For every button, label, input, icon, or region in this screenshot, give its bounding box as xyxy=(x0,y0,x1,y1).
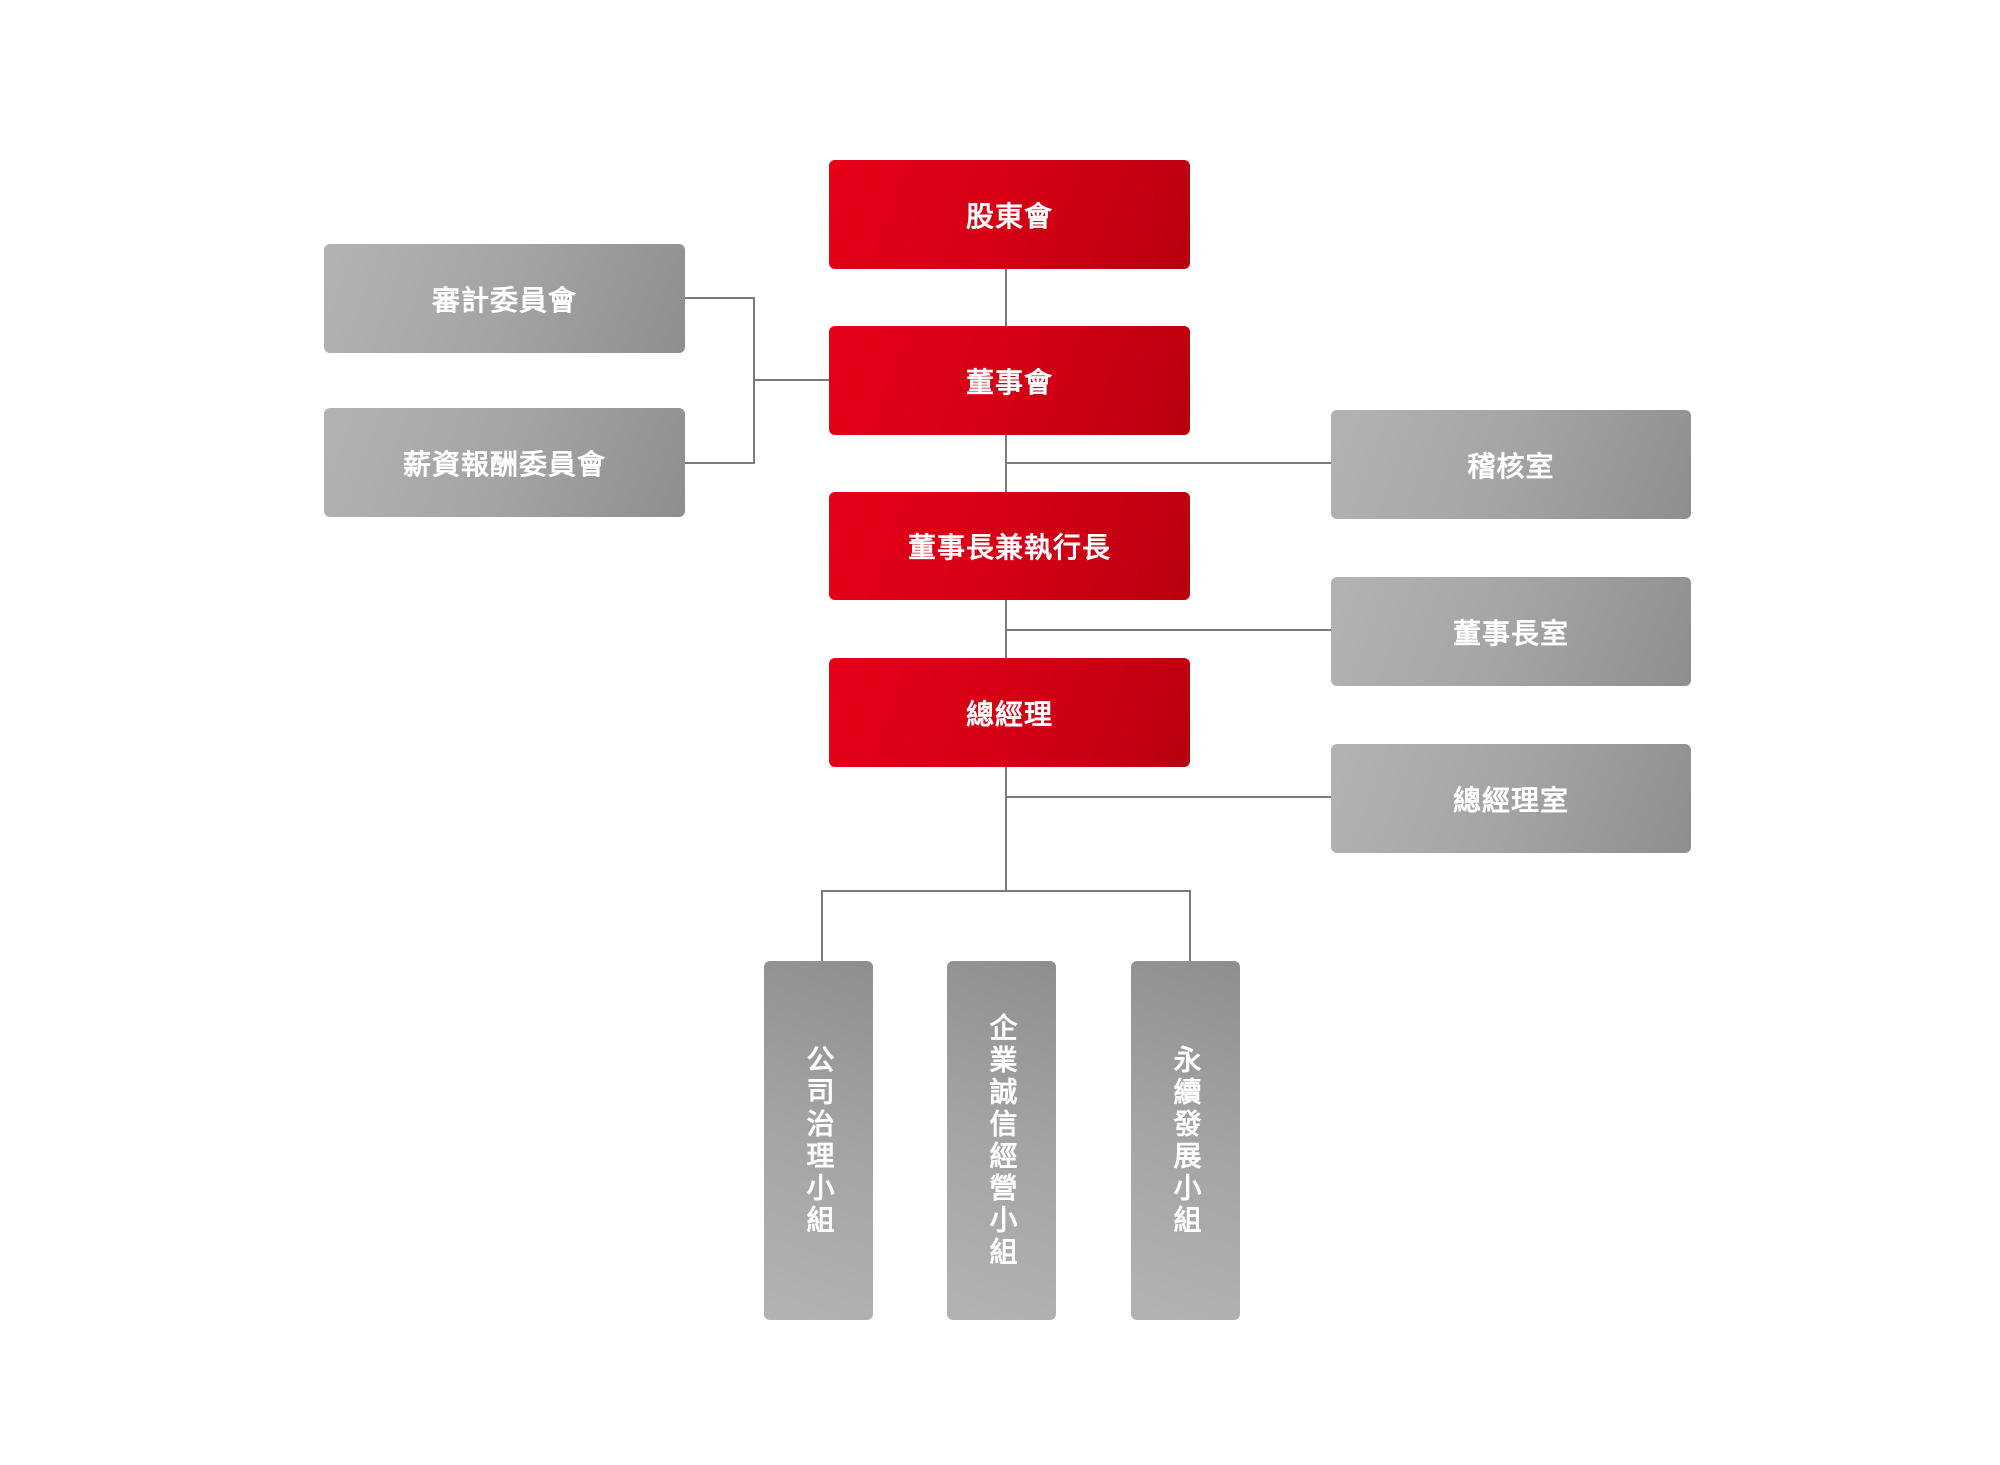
node-label: 企業誠信經營小組 xyxy=(985,1012,1019,1269)
node-label: 審計委員會 xyxy=(431,283,577,317)
connector-governance-group xyxy=(821,890,823,961)
node-label: 董事長室 xyxy=(1452,616,1569,650)
node-sustainability-group: 永續發展小組 xyxy=(1131,961,1240,1320)
node-label: 董事會 xyxy=(965,365,1053,399)
node-integrity-group: 企業誠信經營小組 xyxy=(947,961,1056,1320)
node-shareholders: 股東會 xyxy=(829,160,1190,269)
node-label: 董事長兼執行長 xyxy=(907,531,1111,564)
node-gm-office: 總經理室 xyxy=(1331,744,1691,853)
node-general-manager: 總經理 xyxy=(829,658,1190,767)
node-label: 總經理 xyxy=(965,697,1053,731)
connector-audit-office xyxy=(1005,462,1331,464)
node-audit-office: 稽核室 xyxy=(1331,410,1691,519)
connector-groups-bar xyxy=(821,890,1191,892)
connector-board-committees xyxy=(753,379,829,381)
node-chairman-office: 董事長室 xyxy=(1331,577,1691,686)
connector-audit-committee xyxy=(685,297,755,299)
node-chairman-ceo: 董事長兼執行長 xyxy=(829,492,1190,600)
node-governance-group: 公司治理小組 xyxy=(764,961,873,1320)
connector-gm-office xyxy=(1005,796,1331,798)
connector-remuneration-committee xyxy=(685,462,755,464)
node-remuneration-committee: 薪資報酬委員會 xyxy=(324,408,685,517)
node-audit-committee: 審計委員會 xyxy=(324,244,685,353)
node-label: 總經理室 xyxy=(1452,783,1569,817)
connector-sustainability-group xyxy=(1189,890,1191,961)
node-board: 董事會 xyxy=(829,326,1190,435)
node-label: 公司治理小組 xyxy=(802,1044,836,1237)
node-label: 薪資報酬委員會 xyxy=(402,447,606,481)
node-label: 稽核室 xyxy=(1467,449,1555,483)
node-label: 永續發展小組 xyxy=(1169,1044,1203,1237)
node-label: 股東會 xyxy=(965,199,1053,233)
connector-chairman-office xyxy=(1005,629,1331,631)
